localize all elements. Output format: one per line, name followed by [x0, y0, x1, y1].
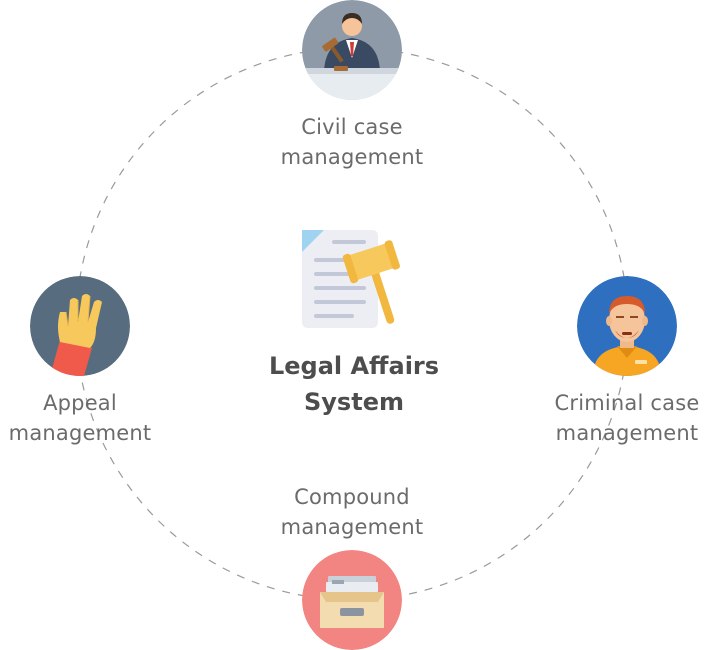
raised-hand-icon[interactable] [30, 276, 130, 376]
appeal-label-line1: Appeal [43, 391, 117, 415]
criminal-case-label-line1: Criminal case [554, 391, 700, 415]
system-title: Legal Affairs System [226, 348, 482, 420]
legal-document-gavel-icon [296, 226, 408, 338]
civil-case-label-line2: management [280, 145, 424, 169]
file-drawer-icon[interactable] [302, 550, 402, 650]
compound-label: Compound management [232, 482, 472, 542]
judge-icon[interactable] [302, 0, 402, 100]
civil-case-label-line1: Civil case [301, 115, 403, 139]
prisoner-icon[interactable] [577, 276, 677, 376]
system-title-line1: Legal Affairs [268, 352, 440, 380]
appeal-label-line2: management [8, 421, 152, 445]
civil-case-label: Civil case management [232, 112, 472, 172]
compound-label-line1: Compound [294, 485, 410, 509]
criminal-case-label: Criminal case management [520, 388, 712, 448]
compound-label-line2: management [280, 515, 424, 539]
system-title-line2: System [304, 388, 404, 416]
appeal-label: Appeal management [0, 388, 180, 448]
criminal-case-label-line2: management [555, 421, 699, 445]
